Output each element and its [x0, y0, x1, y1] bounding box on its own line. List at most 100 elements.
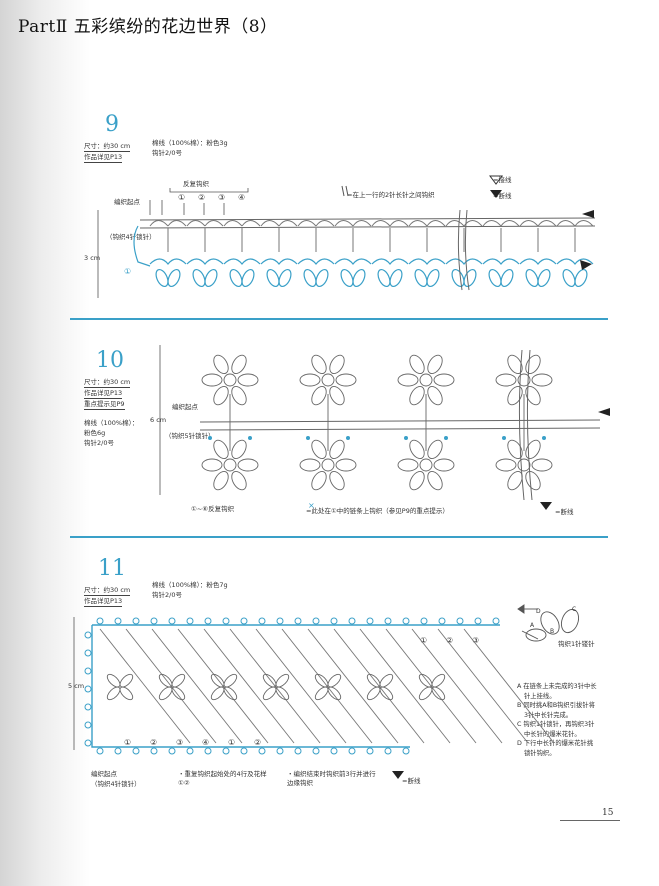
picot — [96, 617, 104, 625]
petal — [231, 439, 247, 460]
stitch-arch — [260, 220, 280, 227]
picot — [294, 747, 302, 755]
petal — [171, 673, 186, 688]
picot-chain — [260, 258, 298, 265]
petal — [266, 268, 280, 288]
picot — [438, 617, 446, 625]
petal — [433, 458, 455, 472]
picot — [84, 721, 92, 729]
petal — [229, 268, 243, 288]
picot — [474, 617, 482, 625]
stitch-arch — [167, 220, 187, 227]
petal — [451, 268, 465, 288]
picot — [84, 703, 92, 711]
join-mark — [404, 436, 408, 440]
picot — [114, 747, 122, 755]
petal — [366, 673, 381, 688]
picot — [168, 747, 176, 755]
stitch-arch — [186, 220, 206, 227]
stitch-arch — [519, 220, 539, 227]
chain-label: （钩织4针锁针） — [106, 233, 156, 241]
diagonal-stitch — [411, 628, 503, 744]
flower-center — [517, 373, 531, 387]
stitch-arch — [463, 220, 483, 227]
petal — [192, 268, 206, 288]
petal — [409, 470, 425, 491]
yarn-label: 棉线（100%棉）：粉色3g — [152, 139, 228, 147]
join-mark — [502, 436, 506, 440]
flower-center — [419, 458, 433, 472]
picot — [402, 617, 410, 625]
hook-label: 钩针2/0号 — [84, 439, 114, 447]
petal — [507, 439, 523, 460]
top-mark-3: ③ — [472, 636, 480, 645]
petal — [525, 470, 541, 491]
petal — [525, 385, 541, 406]
picot-chain — [186, 258, 224, 265]
picot-chain — [371, 258, 409, 265]
note-2: ・编织结束时钩织前3行并进行边缘钩织 — [287, 770, 376, 787]
petal — [537, 268, 551, 288]
color-label: 粉色6g — [84, 429, 106, 437]
flower-center — [223, 458, 237, 472]
legend-line: D 下行中长针的爆米花针挑 — [517, 740, 594, 747]
stitch-arch — [315, 220, 335, 227]
stitch-arch — [334, 220, 354, 227]
petal — [167, 268, 181, 288]
join-label: =接线 — [493, 176, 512, 184]
petal — [262, 686, 277, 701]
picot — [492, 617, 500, 625]
petal — [418, 686, 433, 701]
pattern-9-materials: 棉线（100%棉）：粉色3g 钩针2/0号 — [152, 138, 228, 158]
petal — [237, 373, 259, 387]
picot-chain — [334, 258, 372, 265]
picot-chain — [482, 258, 520, 265]
petal — [426, 268, 440, 288]
pattern-number-11: 11 — [98, 556, 126, 581]
petal — [210, 673, 225, 688]
petal — [500, 268, 514, 288]
reference-label: 作品详见P13 — [84, 153, 123, 163]
svg-text:A: A — [530, 622, 535, 629]
petal — [525, 439, 541, 460]
petal — [275, 673, 290, 688]
size-label: 尺寸：约30 cm — [84, 586, 131, 596]
petal — [427, 439, 443, 460]
petal — [495, 458, 517, 472]
picot — [294, 617, 302, 625]
flower-center — [419, 373, 433, 387]
bottom-mark-4: ④ — [202, 738, 210, 747]
picot — [276, 747, 284, 755]
between-note: =在上一行的2针长针之间钩织 — [347, 191, 435, 199]
cut-label: =断线 — [493, 192, 512, 200]
picot — [240, 617, 248, 625]
join-mark — [542, 436, 546, 440]
join-mark — [346, 436, 350, 440]
picot — [348, 747, 356, 755]
petal — [119, 673, 134, 688]
petal — [204, 268, 218, 288]
petal — [213, 470, 229, 491]
start-label: 编织起点 — [114, 198, 140, 206]
section-divider — [70, 318, 608, 320]
petal — [329, 385, 345, 406]
svg-text:×: × — [308, 501, 315, 510]
page-number-rule — [560, 820, 620, 821]
picot-chain — [149, 258, 187, 265]
petal — [574, 268, 588, 288]
stitch-arch — [500, 220, 520, 227]
pattern-10-diagram: × — [159, 345, 610, 510]
pattern-11-materials: 棉线（100%棉）：粉色7g 钩针2/0号 — [152, 580, 228, 600]
picot — [84, 667, 92, 675]
legend-line: C 钩织1针锁针，再钩织3针 — [517, 721, 595, 728]
legend-line: 3针中长针完成。 — [524, 711, 573, 719]
bottom-mark-5: ① — [228, 738, 236, 747]
picot — [204, 617, 212, 625]
cut-label: =断线 — [555, 508, 574, 516]
repeat-mark-2: ② — [198, 193, 206, 202]
stitch-arch — [537, 220, 557, 227]
diagonal-stitch — [255, 628, 347, 744]
petal — [525, 268, 539, 288]
petal — [431, 673, 446, 688]
petal — [210, 686, 225, 701]
